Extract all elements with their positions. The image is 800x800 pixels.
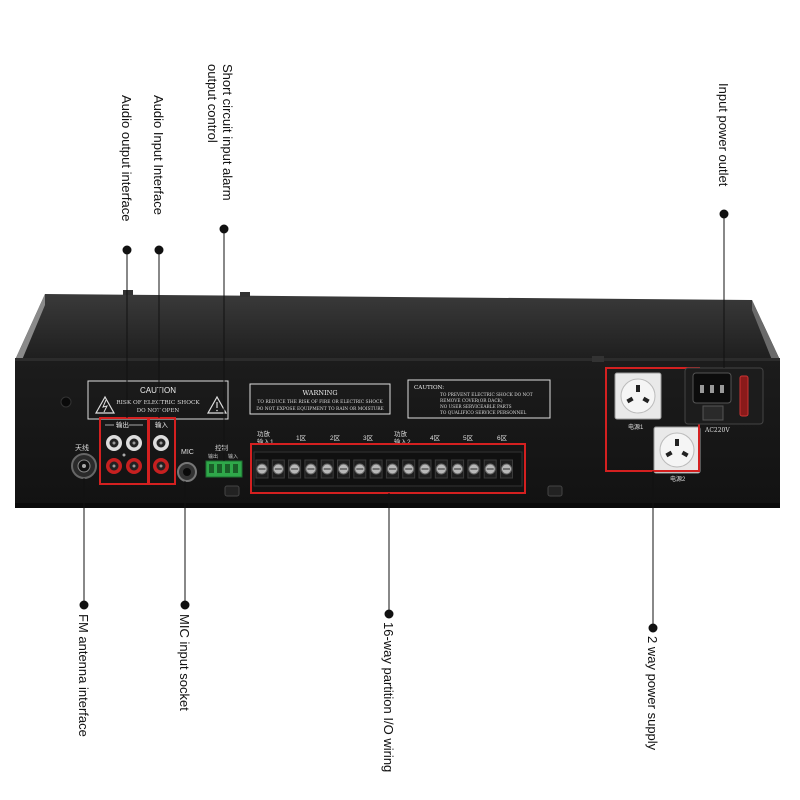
fm-antenna-callout: FM antenna interface (76, 614, 91, 737)
terminal-screw[interactable] (369, 459, 383, 479)
terminal-screw[interactable] (483, 459, 497, 479)
chassis-top (15, 294, 780, 360)
amp-label: 功放 (257, 429, 271, 438)
warning-label-box (249, 383, 391, 415)
caution-title: CAUTION (140, 386, 176, 395)
audio-input-highlight (148, 417, 176, 485)
terminal-screw[interactable] (467, 459, 481, 479)
mic-input-callout: MIC input socket (177, 614, 192, 711)
screw-top (592, 356, 604, 362)
terminal-screw[interactable] (271, 459, 285, 479)
warning-line1: TO REDUCE THE RISK OF FIRE OR ELECTRIC S… (257, 400, 383, 405)
warning-line2: DO NOT EXPOSE EQUIPMENT TO RAIN OR MOIST… (256, 407, 384, 412)
exclamation-warning-icon (206, 395, 228, 414)
control-sub-input: 输入 (228, 453, 238, 460)
short-circuit-callout: Short circuit input alarm output control (205, 64, 235, 201)
terminal-screw[interactable] (353, 459, 367, 479)
ac-voltage-label: AC220V (704, 427, 730, 434)
caution-line2: DO NOT OPEN (137, 408, 180, 414)
audio-output-callout: Audio output interface (119, 95, 134, 222)
terminal-screw[interactable] (434, 459, 448, 479)
antenna-label: 天线 (75, 443, 89, 452)
terminal-screw[interactable] (385, 459, 399, 479)
caution2-line3: NO USER SERVICEABLE PARTS (440, 405, 512, 410)
rca-input-jacks[interactable] (153, 435, 169, 474)
caution2-line4: TO QUALIFICO SERVICE PERSONNEL (440, 411, 526, 416)
screw-top (240, 292, 250, 297)
mic-label: MIC (181, 449, 194, 456)
outlet2-label: 电源2 (670, 475, 686, 483)
partition-wiring-callout: 16-way partition I/O wiring (381, 622, 396, 773)
screw (60, 396, 72, 408)
terminal-screw[interactable] (337, 459, 350, 479)
caution2-line2: REMOVE COVER(OR DACK) (440, 399, 503, 404)
screw-bottom (547, 485, 563, 497)
outlet1-label: 电源1 (628, 423, 644, 431)
shock-warning-icon (94, 395, 116, 414)
terminal-screw[interactable] (451, 459, 465, 479)
power-supply-callout: 2 way power supply (645, 636, 660, 751)
caution-service-box (407, 379, 551, 419)
caution-line1: RISK OF ELECTRIC SHOCK (116, 400, 200, 406)
input1-label: 输入1 (257, 437, 274, 446)
left-flange (15, 294, 45, 360)
screw-top (123, 290, 133, 295)
caution2-title: CAUTION: (414, 385, 444, 391)
terminal-screw[interactable] (402, 459, 416, 479)
zone-label: 6区 (497, 434, 508, 442)
zone-label: 3区 (363, 434, 374, 442)
screw-bottom (224, 485, 240, 497)
caution2-line1: TO PREVENT ELECTRIC SHOCK DO NOT (440, 393, 533, 398)
audio-input-callout: Audio Input Interface (151, 95, 166, 215)
power-outlet-2[interactable] (653, 426, 701, 474)
input-label: 输入 (155, 420, 169, 429)
input2-label: 输入2 (394, 437, 411, 446)
right-flange (752, 300, 780, 360)
ac-power-inlet[interactable] (684, 367, 764, 425)
partition-wiring-highlight (250, 443, 526, 494)
zone-label: 2区 (330, 434, 341, 442)
terminal-screw[interactable] (288, 459, 302, 479)
terminal-screw[interactable] (304, 459, 318, 479)
terminal-screw[interactable] (320, 459, 334, 479)
zone-label: 1区 (296, 434, 307, 442)
control-sub-output: 输出 (208, 453, 218, 460)
zone-label: 4区 (430, 434, 441, 442)
rca-output-jacks[interactable] (106, 435, 142, 474)
amp-label-2: 功放 (394, 429, 408, 438)
control-label: 控制 (215, 443, 229, 452)
terminal-screw[interactable] (255, 459, 269, 479)
terminal-screw[interactable] (418, 459, 432, 479)
output-label: 输出 (116, 420, 129, 429)
warning-title: WARNING (302, 389, 337, 397)
power-outlet-1[interactable] (614, 372, 662, 420)
zone-label: 5区 (463, 434, 474, 442)
input-power-callout: Input power outlet (716, 83, 731, 187)
terminal-screw[interactable] (500, 459, 513, 479)
